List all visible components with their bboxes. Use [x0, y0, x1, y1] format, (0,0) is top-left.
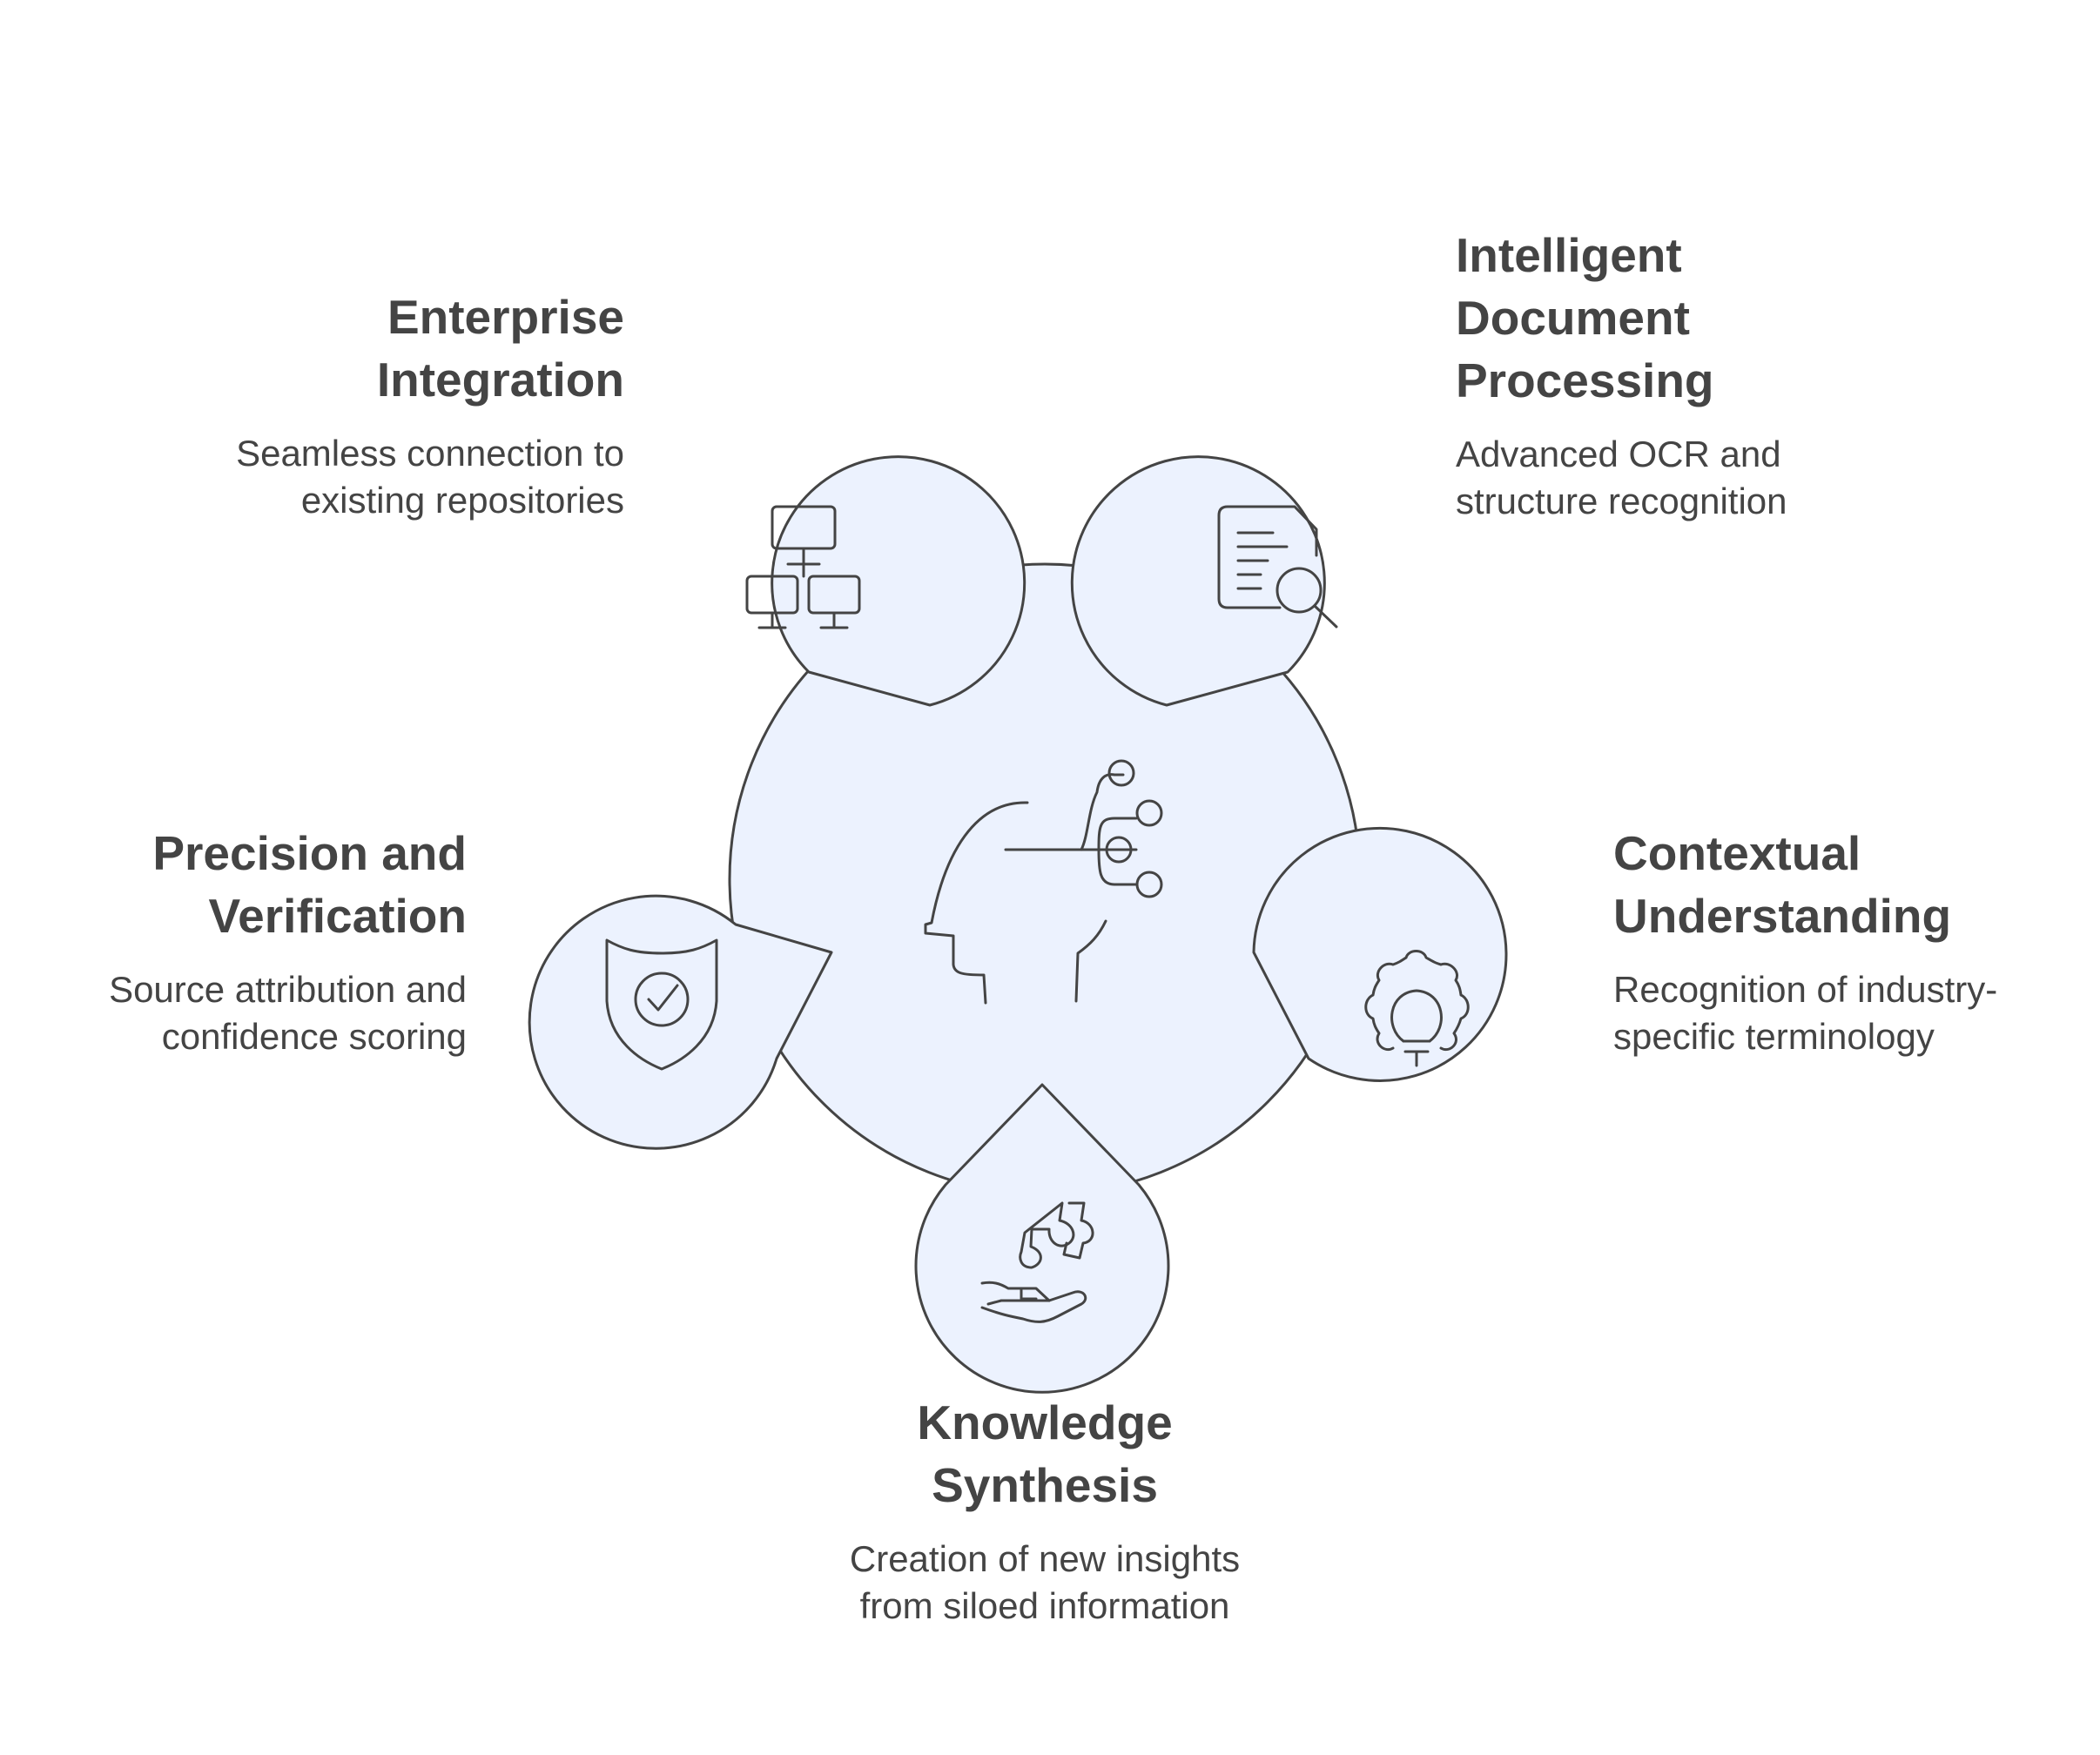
- pin-contextual[interactable]: [1252, 826, 1508, 1082]
- pin-knowledge[interactable]: [914, 1083, 1170, 1394]
- hand-puzzle-icon: [980, 1201, 1094, 1323]
- desc-document: Advanced OCR and structure recognition: [1456, 434, 1787, 521]
- gear-bulb-icon: [1364, 950, 1470, 1067]
- label-document: Intelligent Document Processing Advanced…: [1456, 224, 2065, 525]
- shield-check-icon: [605, 938, 718, 1071]
- label-enterprise: Enterprise Integration Seamless connecti…: [15, 286, 624, 524]
- network-computers-icon: [745, 505, 861, 629]
- desc-contextual: Recognition of industry- specific termin…: [1613, 969, 1998, 1057]
- title-knowledge: Knowledge Synthesis: [917, 1395, 1173, 1512]
- head-network-icon: [924, 759, 1163, 1005]
- title-enterprise: Enterprise Integration: [376, 290, 624, 407]
- title-precision: Precision and Verification: [152, 826, 467, 943]
- label-precision: Precision and Verification Source attrib…: [14, 822, 467, 1060]
- pin-precision[interactable]: [528, 894, 833, 1150]
- title-document: Intelligent Document Processing: [1456, 228, 1714, 407]
- document-search-icon: [1217, 505, 1338, 629]
- desc-precision: Source attribution and confidence scorin…: [109, 969, 467, 1057]
- label-contextual: Contextual Understanding Recognition of …: [1613, 822, 2083, 1060]
- label-knowledge: Knowledge Synthesis Creation of new insi…: [740, 1391, 1350, 1630]
- desc-enterprise: Seamless connection to existing reposito…: [236, 433, 624, 521]
- desc-knowledge: Creation of new insights from siloed inf…: [849, 1538, 1241, 1626]
- pin-document[interactable]: [1070, 455, 1326, 707]
- title-contextual: Contextual Understanding: [1613, 826, 1952, 943]
